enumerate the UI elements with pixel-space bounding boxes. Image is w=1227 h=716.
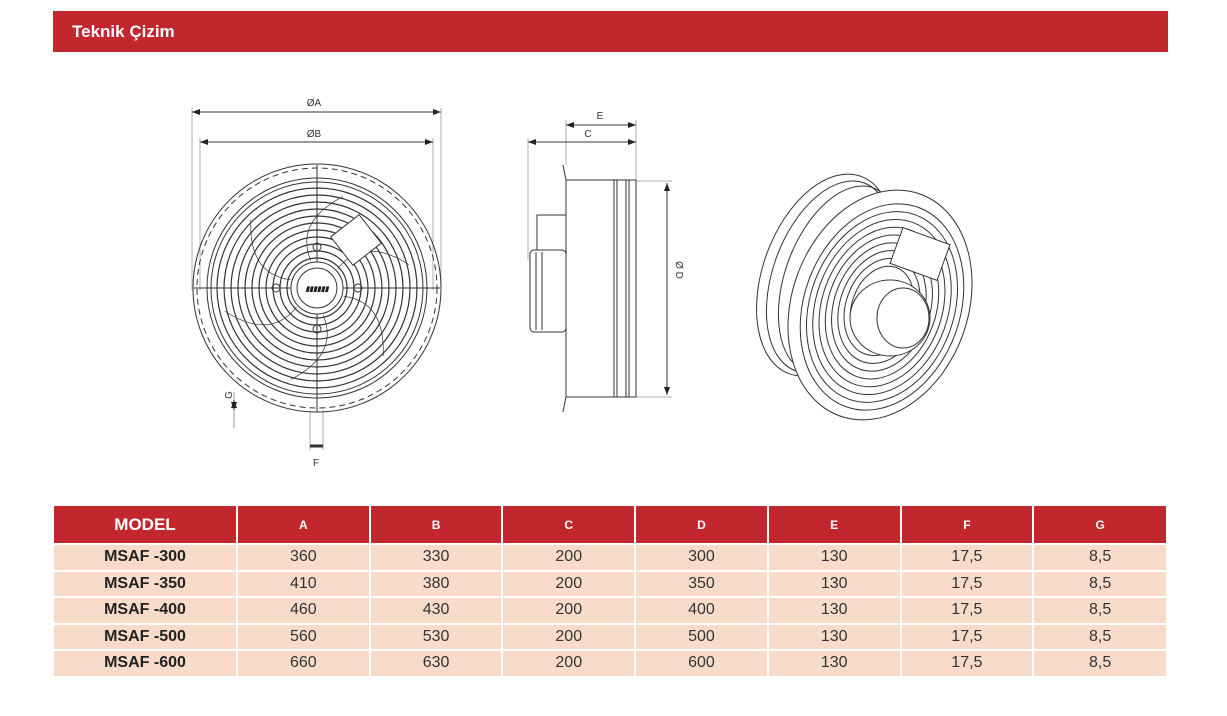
model-cell: MSAF -600 — [54, 649, 238, 676]
column-header-f: F — [900, 506, 1035, 544]
label-a: ØA — [307, 98, 322, 109]
hub-logo: ▮▮▮▮▮▮ — [305, 286, 329, 293]
front-view: ▮▮▮▮▮▮ — [191, 108, 442, 450]
column-header-c: C — [502, 506, 637, 544]
value-cell: 330 — [369, 543, 504, 571]
value-cell: 130 — [767, 596, 902, 624]
value-cell: 660 — [237, 649, 371, 676]
value-cell: 300 — [635, 543, 769, 571]
value-cell: 17,5 — [900, 569, 1035, 597]
value-cell: 200 — [502, 622, 637, 650]
value-cell: 130 — [767, 649, 902, 676]
side-view — [527, 120, 672, 413]
label-c: C — [584, 129, 591, 140]
column-header-a: A — [237, 506, 371, 544]
label-f: F — [313, 458, 319, 469]
value-cell: 8,5 — [1033, 569, 1166, 597]
value-cell: 130 — [767, 569, 902, 597]
value-cell: 8,5 — [1033, 543, 1166, 571]
value-cell: 530 — [369, 622, 504, 650]
label-g: G — [224, 391, 235, 399]
value-cell: 630 — [369, 649, 504, 676]
value-cell: 200 — [502, 649, 637, 676]
value-cell: 350 — [635, 569, 769, 597]
value-cell: 200 — [502, 543, 637, 571]
value-cell: 17,5 — [900, 622, 1035, 650]
isometric-view — [756, 173, 973, 421]
column-header-model: MODEL — [54, 506, 238, 544]
value-cell: 430 — [369, 596, 504, 624]
model-cell: MSAF -300 — [54, 543, 238, 571]
value-cell: 200 — [502, 596, 637, 624]
value-cell: 200 — [502, 569, 637, 597]
value-cell: 17,5 — [900, 596, 1035, 624]
column-header-e: E — [767, 506, 902, 544]
value-cell: 8,5 — [1033, 622, 1166, 650]
value-cell: 460 — [237, 596, 371, 624]
label-b: ØB — [307, 129, 322, 140]
column-header-g: G — [1033, 506, 1166, 544]
label-e: E — [597, 111, 604, 122]
value-cell: 17,5 — [900, 543, 1035, 571]
column-header-d: D — [635, 506, 769, 544]
section-title: Teknik Çizim — [53, 11, 1168, 52]
value-cell: 410 — [237, 569, 371, 597]
column-header-b: B — [369, 506, 504, 544]
value-cell: 8,5 — [1033, 649, 1166, 676]
model-cell: MSAF -500 — [54, 622, 238, 650]
value-cell: 380 — [369, 569, 504, 597]
value-cell: 130 — [767, 543, 902, 571]
value-cell: 17,5 — [900, 649, 1035, 676]
label-d: Ø D — [673, 261, 684, 279]
value-cell: 360 — [237, 543, 371, 571]
value-cell: 400 — [635, 596, 769, 624]
value-cell: 600 — [635, 649, 769, 676]
value-cell: 130 — [767, 622, 902, 650]
value-cell: 500 — [635, 622, 769, 650]
model-cell: MSAF -350 — [54, 569, 238, 597]
value-cell: 8,5 — [1033, 596, 1166, 624]
technical-drawing: ▮▮▮▮▮▮ ØA ØB G F E C Ø D — [191, 98, 973, 469]
value-cell: 560 — [237, 622, 371, 650]
model-cell: MSAF -400 — [54, 596, 238, 624]
